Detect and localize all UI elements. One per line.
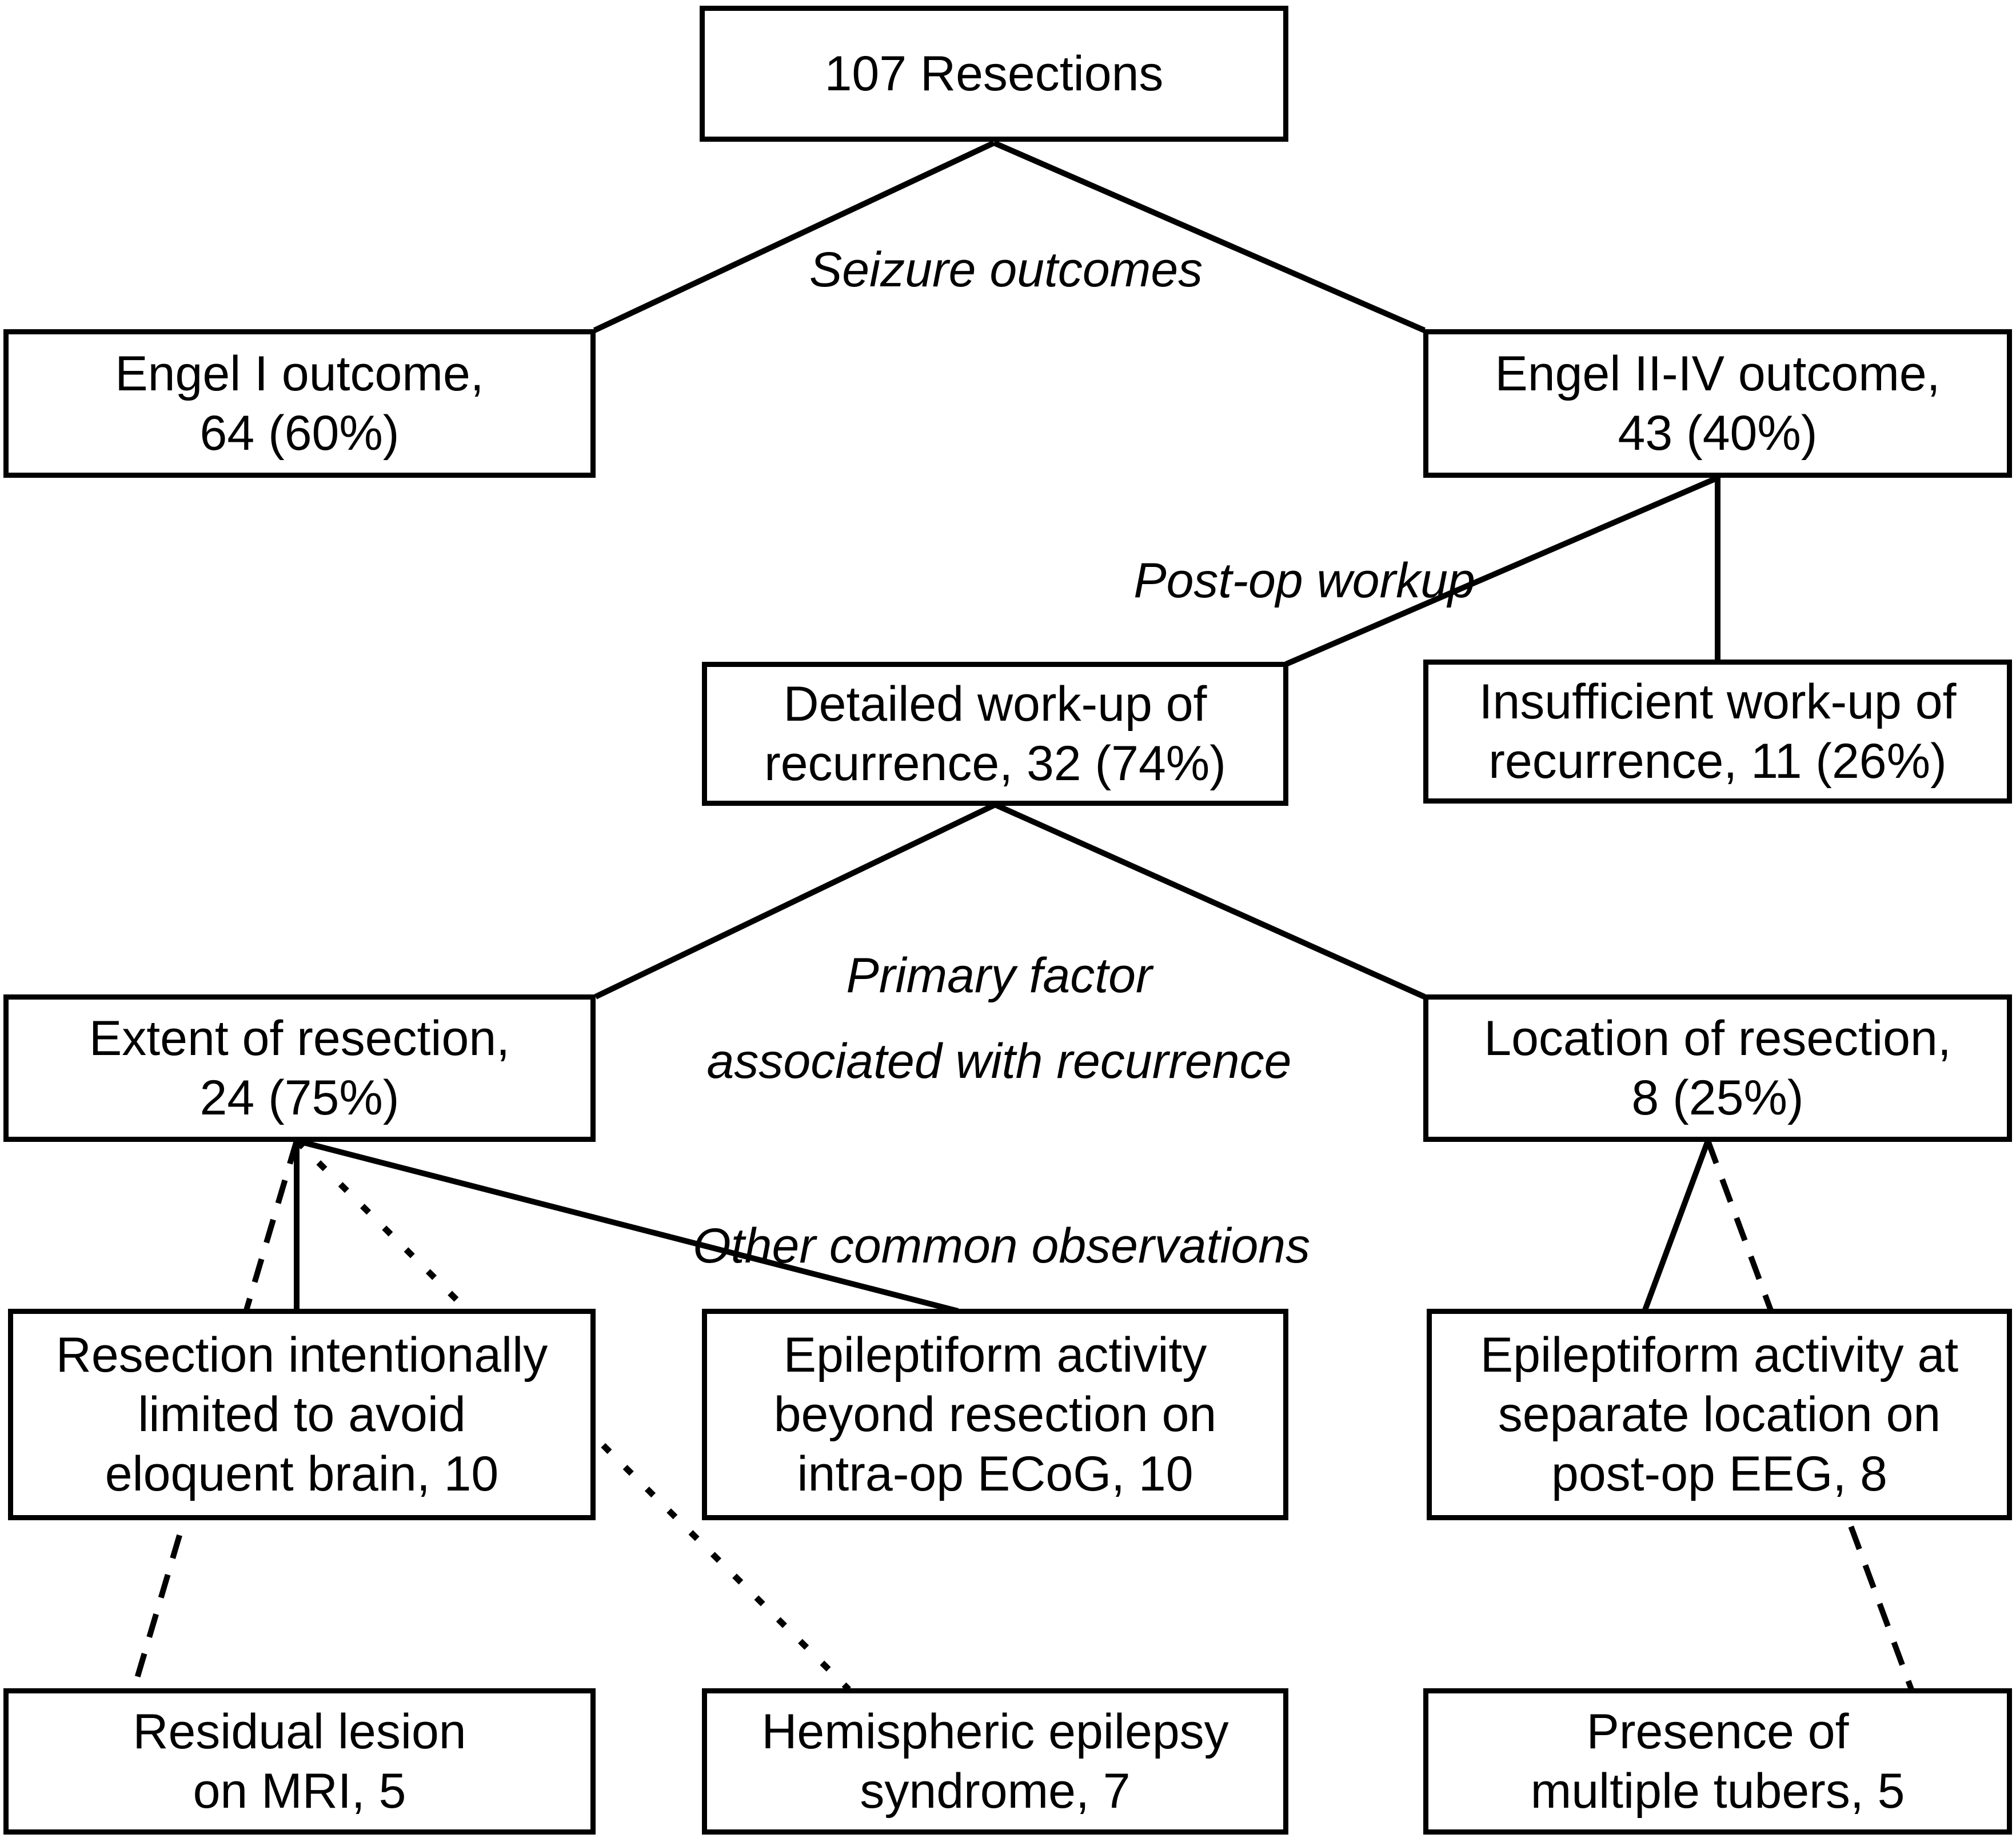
connector-engel-to-detailed <box>1285 475 1719 667</box>
node-resection-intentionally-limited: Resection intentionally limited to avoid… <box>8 1309 596 1520</box>
connector-107-to-engel-i <box>593 140 996 333</box>
node-text: Presence of <box>1586 1704 1849 1759</box>
edge-label-other-observations: Other common observations <box>692 1218 1311 1273</box>
edge-label-primary-factor: Primary factor associated with recurrenc… <box>707 933 1292 1104</box>
node-presence-multiple-tubers: Presence of multiple tubers, 5 <box>1423 1688 2012 1835</box>
node-detailed-workup: Detailed work-up of recurrence, 32 (74%) <box>702 662 1288 806</box>
node-text: Residual lesion <box>133 1704 466 1759</box>
edge-label-post-op-workup: Post-op workup <box>1133 553 1475 608</box>
node-text: 107 Resections <box>824 46 1164 101</box>
connector-extent-to-residual-dashed <box>131 1140 300 1691</box>
node-107-resections: 107 Resections <box>700 6 1288 142</box>
node-insufficient-workup: Insufficient work-up of recurrence, 11 (… <box>1423 660 2012 804</box>
node-extent-of-resection: Extent of resection, 24 (75%) <box>3 994 596 1142</box>
node-epileptiform-intraop-ecog: Epileptiform activity beyond resection o… <box>702 1309 1288 1520</box>
node-text: Engel I outcome, <box>115 346 484 401</box>
edge-label-line: associated with recurrence <box>706 1034 1292 1089</box>
node-text: Detailed work-up of <box>783 677 1207 732</box>
connector-extent-to-hemispheric-dotted <box>294 1138 851 1692</box>
node-text: Epileptiform activity at <box>1480 1328 1959 1383</box>
node-text: Location of resection, <box>1484 1011 1951 1066</box>
node-text: multiple tubers, 5 <box>1530 1764 1905 1819</box>
node-text: separate location on <box>1498 1387 1941 1442</box>
edge-label-seizure-outcomes: Seizure outcomes <box>809 242 1203 297</box>
node-text: intra-op ECoG, 10 <box>797 1447 1193 1501</box>
node-text: post-op EEG, 8 <box>1551 1447 1887 1501</box>
node-text: Insufficient work-up of <box>1479 674 1957 729</box>
node-text: 24 (75%) <box>199 1070 400 1125</box>
node-text: Extent of resection, <box>89 1011 510 1066</box>
connector-detailed-to-extent <box>594 802 997 1000</box>
node-text: on MRI, 5 <box>193 1764 406 1819</box>
node-epileptiform-postop-eeg: Epileptiform activity at separate locati… <box>1427 1309 2012 1520</box>
node-text: 8 (25%) <box>1631 1070 1804 1125</box>
node-location-of-resection: Location of resection, 8 (25%) <box>1423 994 2012 1142</box>
node-text: beyond resection on <box>773 1387 1217 1442</box>
node-text: 64 (60%) <box>199 406 400 461</box>
node-engel-i-outcome: Engel I outcome, 64 (60%) <box>3 329 596 478</box>
connector-detailed-to-location <box>993 802 1426 1000</box>
node-text: syndrome, 7 <box>860 1764 1131 1819</box>
node-engel-ii-iv-outcome: Engel II-IV outcome, 43 (40%) <box>1423 329 2012 478</box>
edge-label-line: Primary factor <box>846 948 1152 1003</box>
node-text: Hemispheric epilepsy <box>761 1704 1229 1759</box>
node-text: Engel II-IV outcome, <box>1495 346 1941 401</box>
connector-extent-to-ecog <box>296 1138 959 1314</box>
node-residual-lesion-mri: Residual lesion on MRI, 5 <box>3 1688 596 1835</box>
node-text: Resection intentionally <box>55 1328 548 1383</box>
node-text: recurrence, 11 (26%) <box>1488 734 1947 789</box>
connector-107-to-engel-ii-iv <box>993 140 1426 333</box>
node-text: 43 (40%) <box>1618 406 1818 461</box>
node-hemispheric-epilepsy-syndrome: Hemispheric epilepsy syndrome, 7 <box>702 1688 1288 1835</box>
node-text: Epileptiform activity <box>783 1328 1207 1383</box>
node-text: recurrence, 32 (74%) <box>764 736 1226 791</box>
node-text: eloquent brain, 10 <box>105 1447 499 1501</box>
node-text: limited to avoid <box>138 1387 466 1442</box>
connector-location-to-eeg <box>1642 1140 1711 1311</box>
